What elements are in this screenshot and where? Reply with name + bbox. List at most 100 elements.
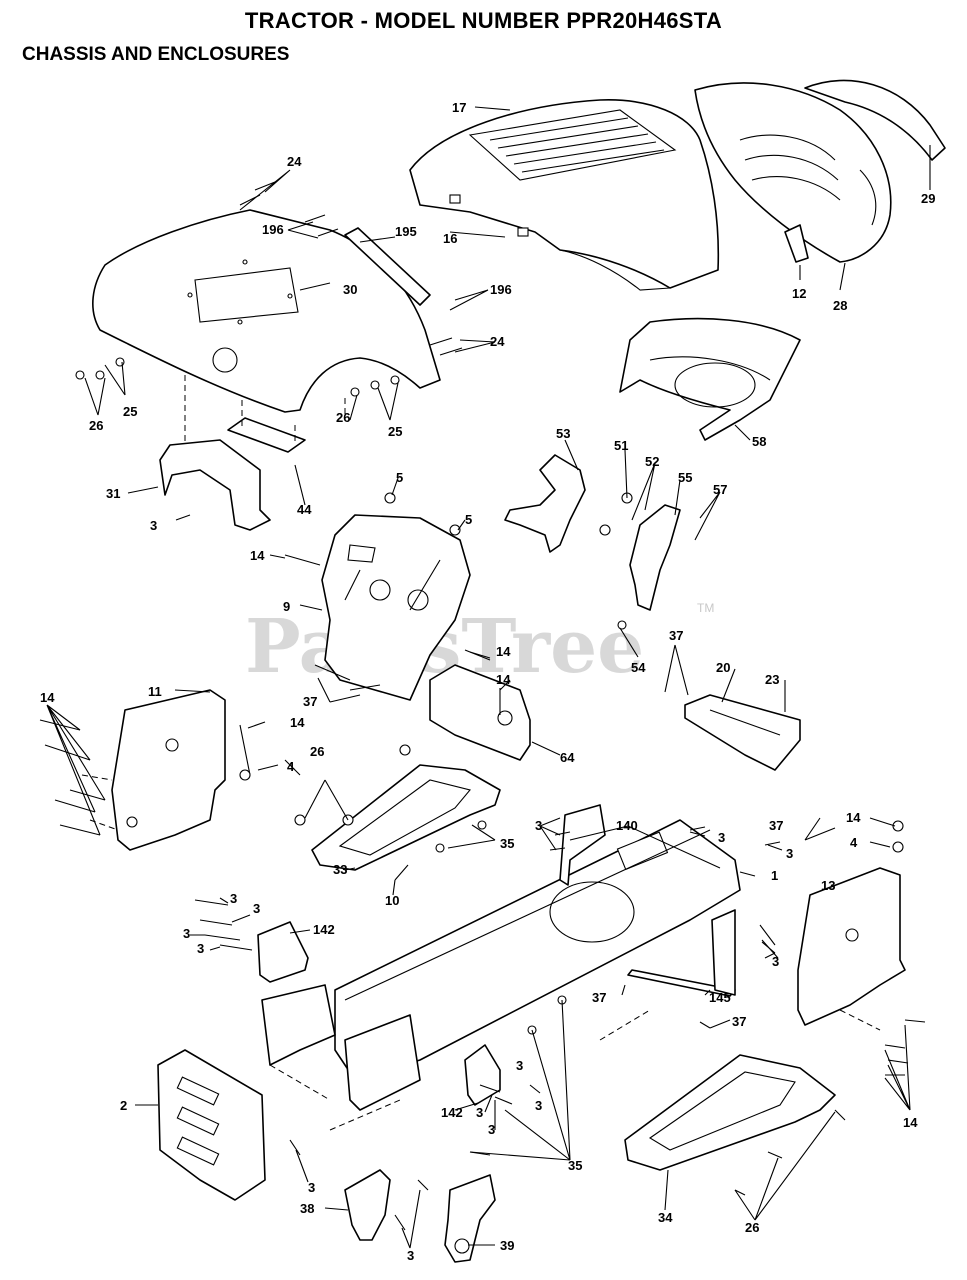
part-2-rear-panel[interactable]	[157, 1049, 266, 1201]
part-64-bracket[interactable]	[429, 664, 531, 761]
callout-35-lower: 35	[568, 1158, 582, 1173]
callout-195: 195	[395, 224, 417, 239]
fasteners	[39, 181, 926, 1231]
callout-37-145-right: 37	[732, 1014, 746, 1029]
callout-34: 34	[658, 1210, 673, 1225]
part-11-side-panel[interactable]	[111, 689, 226, 851]
part-195-bracket[interactable]	[344, 227, 431, 306]
callout-31: 31	[106, 486, 120, 501]
callout-3-lower-a: 3	[476, 1105, 483, 1120]
callout-44: 44	[297, 502, 312, 517]
callout-57: 57	[713, 482, 727, 497]
part-142-upper-plate[interactable]	[257, 921, 309, 983]
callout-55: 55	[678, 470, 692, 485]
callout-33: 33	[333, 862, 347, 877]
callout-3-142-b: 3	[253, 901, 260, 916]
callout-25-left: 25	[123, 404, 137, 419]
callout-37-upper: 37	[669, 628, 683, 643]
callout-14-64: 14	[496, 672, 511, 687]
callout-64: 64	[560, 750, 575, 765]
callout-3-frame: 3	[786, 846, 793, 861]
callout-14-bracket: 14	[496, 644, 511, 659]
part-frame-rear-plate[interactable]	[261, 984, 336, 1066]
part-44-plate[interactable]	[227, 417, 306, 453]
callout-14-dash: 14	[250, 548, 265, 563]
part-142-lower-plate[interactable]	[464, 1044, 501, 1106]
callout-196-left: 196	[262, 222, 284, 237]
callout-24-top: 24	[287, 154, 302, 169]
callout-3-lower-c: 3	[488, 1122, 495, 1137]
callout-16: 16	[443, 231, 457, 246]
callout-37-dash: 37	[303, 694, 317, 709]
callout-5-top: 5	[396, 470, 403, 485]
callout-14-left: 14	[40, 690, 55, 705]
part-39-bracket[interactable]	[444, 1174, 496, 1263]
callout-26-bottom: 26	[745, 1220, 759, 1235]
part-58-shroud[interactable]	[619, 317, 801, 441]
part-9-dash-housing[interactable]	[321, 514, 471, 701]
callout-142-lower: 142	[441, 1105, 463, 1120]
callout-3-145: 3	[772, 954, 779, 969]
callout-39: 39	[500, 1238, 514, 1253]
callout-3-142-lower: 3	[516, 1058, 523, 1073]
leader-lines	[46, 106, 931, 1249]
callout-53: 53	[556, 426, 570, 441]
part-34-footrest[interactable]	[624, 1054, 836, 1171]
callout-10: 10	[385, 893, 399, 908]
part-55-bracket[interactable]	[629, 504, 681, 611]
callout-30: 30	[343, 282, 357, 297]
callout-3-142-c: 3	[183, 926, 190, 941]
callout-14-right: 14	[846, 810, 861, 825]
callout-3-top-right: 3	[718, 830, 725, 845]
callout-5-right: 5	[465, 512, 472, 527]
callout-3-bottom: 3	[407, 1248, 414, 1263]
callout-4-right: 4	[850, 835, 858, 850]
part-1-frame[interactable]	[334, 819, 741, 1081]
callout-35-upper: 35	[500, 836, 514, 851]
part-145-rod[interactable]	[627, 909, 736, 997]
callout-3-142-d: 3	[197, 941, 204, 956]
callout-196-right: 196	[490, 282, 512, 297]
callout-29: 29	[921, 191, 935, 206]
callout-14-11: 14	[290, 715, 305, 730]
callout-37-right: 37	[769, 818, 783, 833]
part-31-bracket[interactable]	[159, 439, 271, 531]
callout-145: 145	[709, 990, 731, 1005]
part-dash-panel[interactable]	[92, 209, 441, 413]
callout-37-145-left: 37	[592, 990, 606, 1005]
callout-28: 28	[833, 298, 847, 313]
callout-24-right: 24	[490, 334, 505, 349]
part-140-plate[interactable]	[559, 804, 606, 886]
callout-26-left: 26	[89, 418, 103, 433]
callout-38: 38	[300, 1201, 314, 1216]
callout-12: 12	[792, 286, 806, 301]
part-hood[interactable]	[409, 99, 720, 291]
callout-11: 11	[148, 684, 162, 699]
callout-20: 20	[716, 660, 730, 675]
callout-25-mid: 25	[388, 424, 402, 439]
callout-52: 52	[645, 454, 659, 469]
part-grille[interactable]	[694, 82, 892, 263]
callout-54: 54	[631, 660, 646, 675]
callout-2: 2	[120, 1098, 127, 1113]
callout-4-left: 4	[287, 759, 295, 774]
part-frame-center-plate[interactable]	[344, 1014, 421, 1111]
part-13-side-panel[interactable]	[797, 867, 906, 1026]
part-38-bracket[interactable]	[344, 1169, 391, 1241]
part-53-bracket[interactable]	[504, 454, 586, 553]
section-title: CHASSIS AND ENCLOSURES	[22, 44, 290, 65]
callout-23: 23	[765, 672, 779, 687]
part-front-trim[interactable]	[804, 79, 946, 161]
callout-26-mid: 26	[336, 410, 350, 425]
callout-142-upper: 142	[313, 922, 335, 937]
callout-51: 51	[614, 438, 628, 453]
callout-14-lower-right: 14	[903, 1115, 918, 1130]
callout-3-lower-b: 3	[535, 1098, 542, 1113]
part-20-bracket[interactable]	[684, 694, 801, 771]
callout-1: 1	[771, 868, 778, 883]
part-33-footrest[interactable]	[311, 764, 501, 871]
callout-3-140: 3	[535, 818, 542, 833]
callout-labels: 17 16 29 12 28 24 196 195 196 30 24 25 2…	[40, 100, 935, 1263]
callout-26-footrest: 26	[310, 744, 324, 759]
